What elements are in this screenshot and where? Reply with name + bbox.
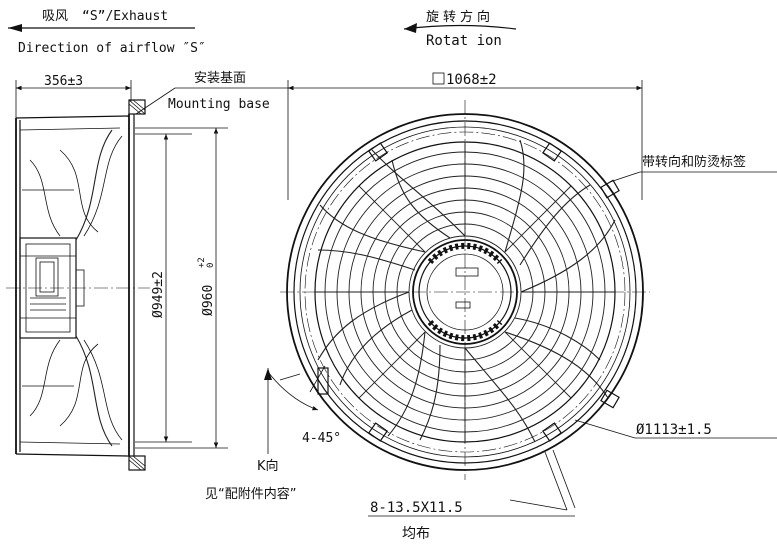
mounting-base-en: Mounting base xyxy=(168,97,270,112)
rotation-arrowhead xyxy=(404,23,417,33)
rotation-cn-label: 旋转方向 xyxy=(426,9,494,25)
diameter-960-tolerance-upper: +2 xyxy=(197,257,207,268)
rotation-en-label: Rotat ion xyxy=(426,33,502,49)
square-dimension: 1068±2 xyxy=(446,72,497,88)
holes-label: 8-13.5X11.5 xyxy=(370,500,463,516)
airflow-direction-label: Direction of airflow ″S″ xyxy=(18,41,206,56)
diameter-960-label: Ø960 xyxy=(201,285,216,316)
exhaust-label: “S”/Exhaust xyxy=(82,9,168,24)
front-view: 1068±2 xyxy=(280,72,650,480)
exhaust-cn-label: 吸风 xyxy=(42,9,68,24)
diameter-960-tolerance-lower: 0 xyxy=(206,263,216,268)
diameter-1113-label: Ø1113±1.5 xyxy=(636,422,712,438)
angle-label: 4-45° xyxy=(302,431,341,446)
rotation-burn-label-note: 带转向和防烫标签 xyxy=(642,154,746,170)
airflow-arrowhead xyxy=(8,24,22,32)
mounting-base-cn: 安装基面 xyxy=(194,71,246,86)
rotation-arrow xyxy=(403,24,517,30)
depth-dimension: 356±3 xyxy=(44,74,83,89)
k-view-label: K向 xyxy=(257,458,279,474)
diameter-949-label: Ø949±2 xyxy=(151,271,166,318)
see-accessories-note: 见“配附件内容” xyxy=(205,486,296,502)
evenly-distributed-label: 均布 xyxy=(402,526,430,542)
side-view: 356±3 安装基面 Mounting base xyxy=(6,71,290,471)
